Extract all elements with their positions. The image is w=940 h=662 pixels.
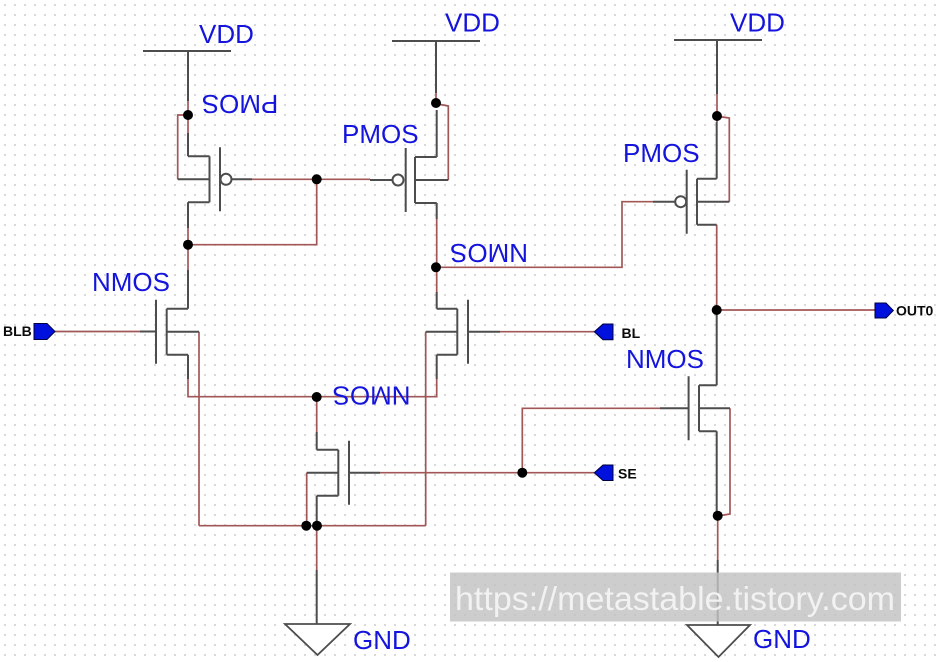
junction-dot xyxy=(712,510,723,521)
watermark-text: https://metastable.tistory.com xyxy=(455,580,895,617)
wire-bulk-pmos-mid[interactable] xyxy=(437,103,450,180)
wire-sown-to-outgate[interactable] xyxy=(436,200,653,269)
wire-bulk-pmos-out[interactable] xyxy=(718,115,731,202)
vdd-rail-mid[interactable] xyxy=(392,40,480,93)
port-arrow-left-icon[interactable] xyxy=(593,464,614,481)
port-arrow-left-icon[interactable] xyxy=(593,323,614,341)
vdd-rail-right[interactable] xyxy=(674,39,762,94)
pmos-out-label[interactable]: PMOS xyxy=(623,138,700,168)
port-out0-label: OUT0 xyxy=(896,303,934,319)
gnd-symbol-left[interactable] xyxy=(282,570,353,657)
pmos-mid-transistor[interactable] xyxy=(370,110,449,219)
pmos-left-label[interactable]: PMOS xyxy=(202,89,279,119)
wire-bulk-pmos-left[interactable] xyxy=(176,114,188,180)
gate-bubble-icon xyxy=(391,173,405,187)
mosfet-body xyxy=(140,270,199,379)
nmos-out-transistor[interactable] xyxy=(660,312,730,516)
vdd-bar xyxy=(143,50,231,101)
vdd-bar xyxy=(674,39,762,94)
mosfet-body xyxy=(177,133,252,228)
watermark: https://metastable.tistory.com xyxy=(450,572,901,622)
vdd-left-label[interactable]: VDD xyxy=(199,19,254,49)
wire-cross-link[interactable] xyxy=(188,179,318,246)
junction-dot xyxy=(712,111,722,121)
junction-dots xyxy=(183,98,723,531)
port-arrow-right-icon[interactable] xyxy=(33,323,56,340)
junction-dot xyxy=(711,305,722,315)
gnd-left-label[interactable]: GND xyxy=(353,625,411,655)
gnd-triangle-icon xyxy=(282,623,353,657)
vdd-mid-label[interactable]: VDD xyxy=(445,8,500,38)
port-blb[interactable]: BLB xyxy=(3,323,56,340)
nmos-out-label[interactable]: NMOS xyxy=(626,344,704,374)
junction-dot xyxy=(517,467,528,478)
junction-dot xyxy=(311,174,322,185)
mosfet-body xyxy=(425,292,500,379)
gate-bubble-icon xyxy=(219,172,233,186)
port-out0[interactable]: OUT0 xyxy=(874,302,934,319)
junction-dot xyxy=(312,520,322,531)
mosfet-body xyxy=(660,312,730,516)
junction-dot xyxy=(301,520,312,531)
gnd-right-label[interactable]: GND xyxy=(753,624,811,654)
port-bl[interactable]: BL xyxy=(593,323,641,341)
mosfet-body xyxy=(370,110,449,219)
vdd-bar xyxy=(392,40,480,93)
port-arrow-right-icon[interactable] xyxy=(874,302,894,319)
pmos-left-transistor[interactable] xyxy=(177,133,252,228)
junction-dot xyxy=(431,262,441,273)
junction-dot xyxy=(431,98,441,108)
mosfet-body xyxy=(306,432,380,526)
nmos-bl-label[interactable]: NMOS xyxy=(450,238,528,268)
pmos-out-transistor[interactable] xyxy=(653,122,730,234)
vdd-right-label[interactable]: VDD xyxy=(730,8,785,38)
wire-se-branch[interactable] xyxy=(521,407,660,473)
nmos-left-label[interactable]: NMOS xyxy=(92,267,170,297)
junction-dot xyxy=(183,239,193,250)
nmos-bl-transistor[interactable] xyxy=(425,292,500,379)
pmos-mid-label[interactable]: PMOS xyxy=(342,119,419,149)
vdd-rail-left[interactable] xyxy=(143,50,231,101)
port-se[interactable]: SE xyxy=(593,464,637,482)
port-se-label: SE xyxy=(618,466,637,482)
junction-dot xyxy=(183,110,193,120)
port-bl-label: BL xyxy=(622,325,641,341)
gnd-triangle-icon xyxy=(684,624,753,659)
wire-bulk-nmos-out[interactable] xyxy=(719,408,731,517)
nmos-left-transistor[interactable] xyxy=(140,270,199,379)
gate-bubble-icon xyxy=(674,195,688,209)
nmos-tail-transistor[interactable] xyxy=(306,432,380,526)
nmos-tail-label[interactable]: NMOS xyxy=(333,381,411,411)
junction-dot xyxy=(311,392,322,402)
port-blb-label: BLB xyxy=(3,323,32,339)
watermark-band xyxy=(450,572,901,622)
